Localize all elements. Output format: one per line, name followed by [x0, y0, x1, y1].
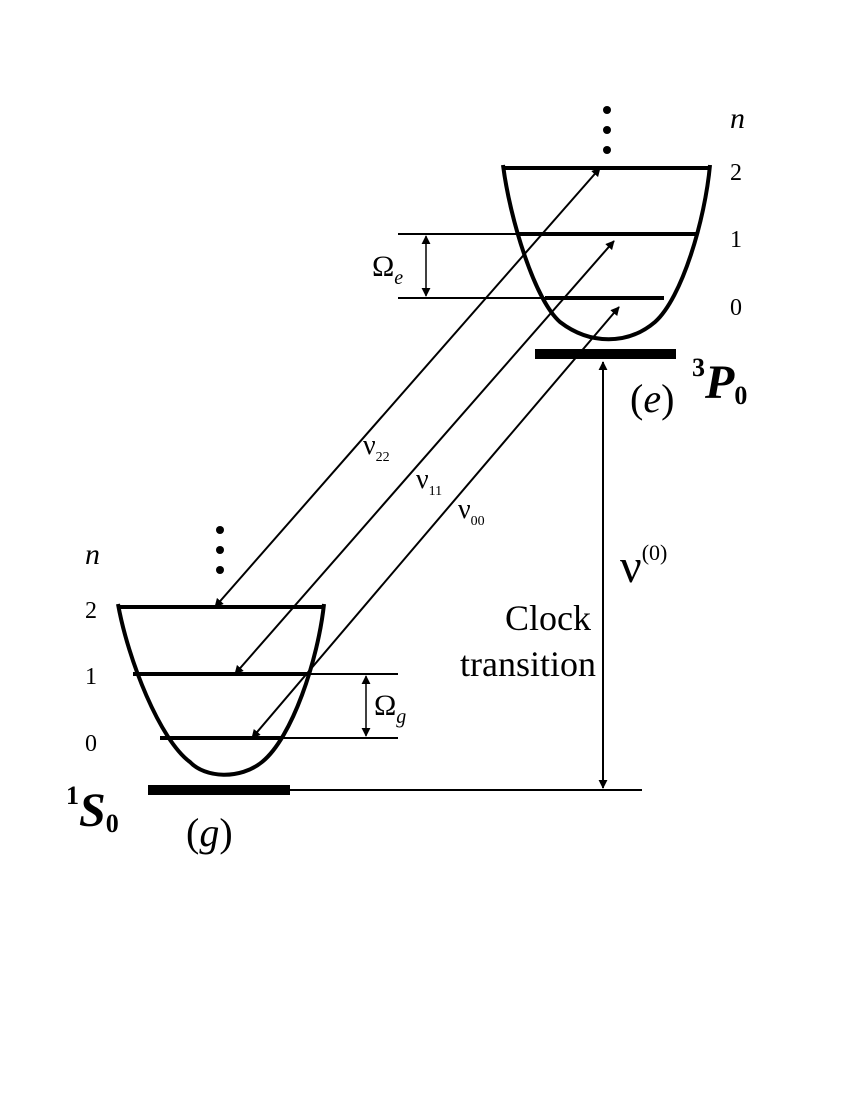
clock-label-line1: Clock: [505, 598, 591, 638]
excited-potential-well: [501, 164, 712, 342]
excited-level-label-1: 1: [730, 227, 742, 253]
excited-n-header: n: [730, 102, 745, 135]
ground-state-term: 1S0: [66, 781, 119, 838]
ground-level-label-2: 2: [85, 598, 97, 624]
transitions-group: ν22 ν11 ν00: [214, 167, 620, 739]
clock-transition-group: ν(0) Clock transition: [460, 361, 667, 789]
excited-level-label-0: 0: [730, 295, 742, 321]
transition-label-11: ν11: [416, 464, 442, 499]
ground-ellipsis-dot: [216, 526, 224, 534]
ground-ellipsis-dot: [216, 566, 224, 574]
excited-state-label: (e): [630, 376, 674, 421]
transition-label-22: ν22: [363, 430, 390, 465]
omega-g-label: Ωg: [374, 689, 406, 728]
excited-ellipsis-dot: [603, 106, 611, 114]
ground-state-label: (g): [186, 810, 233, 855]
excited-ellipsis-dot: [603, 126, 611, 134]
excited-state-term: 3P0: [692, 353, 747, 410]
ground-state-bar: [148, 785, 290, 795]
ground-level-label-1: 1: [85, 664, 97, 690]
excited-state-group: n 2 1 0 Ωe 3P0 (e): [372, 102, 747, 421]
ground-ellipsis-dot: [216, 546, 224, 554]
omega-e-label: Ωe: [372, 250, 403, 289]
ground-n-header: n: [85, 538, 100, 571]
excited-level-label-2: 2: [730, 160, 742, 186]
ground-level-label-0: 0: [85, 731, 97, 757]
transition-label-00: ν00: [458, 494, 485, 529]
excited-state-bar: [535, 349, 676, 359]
ground-state-group: n 2 1 0 Ωg 1S0 (g): [66, 526, 642, 855]
transition-arrow-00: [251, 306, 620, 739]
excited-ellipsis-dot: [603, 146, 611, 154]
clock-frequency-label: ν(0): [620, 540, 667, 593]
clock-label-line2: transition: [460, 644, 596, 684]
